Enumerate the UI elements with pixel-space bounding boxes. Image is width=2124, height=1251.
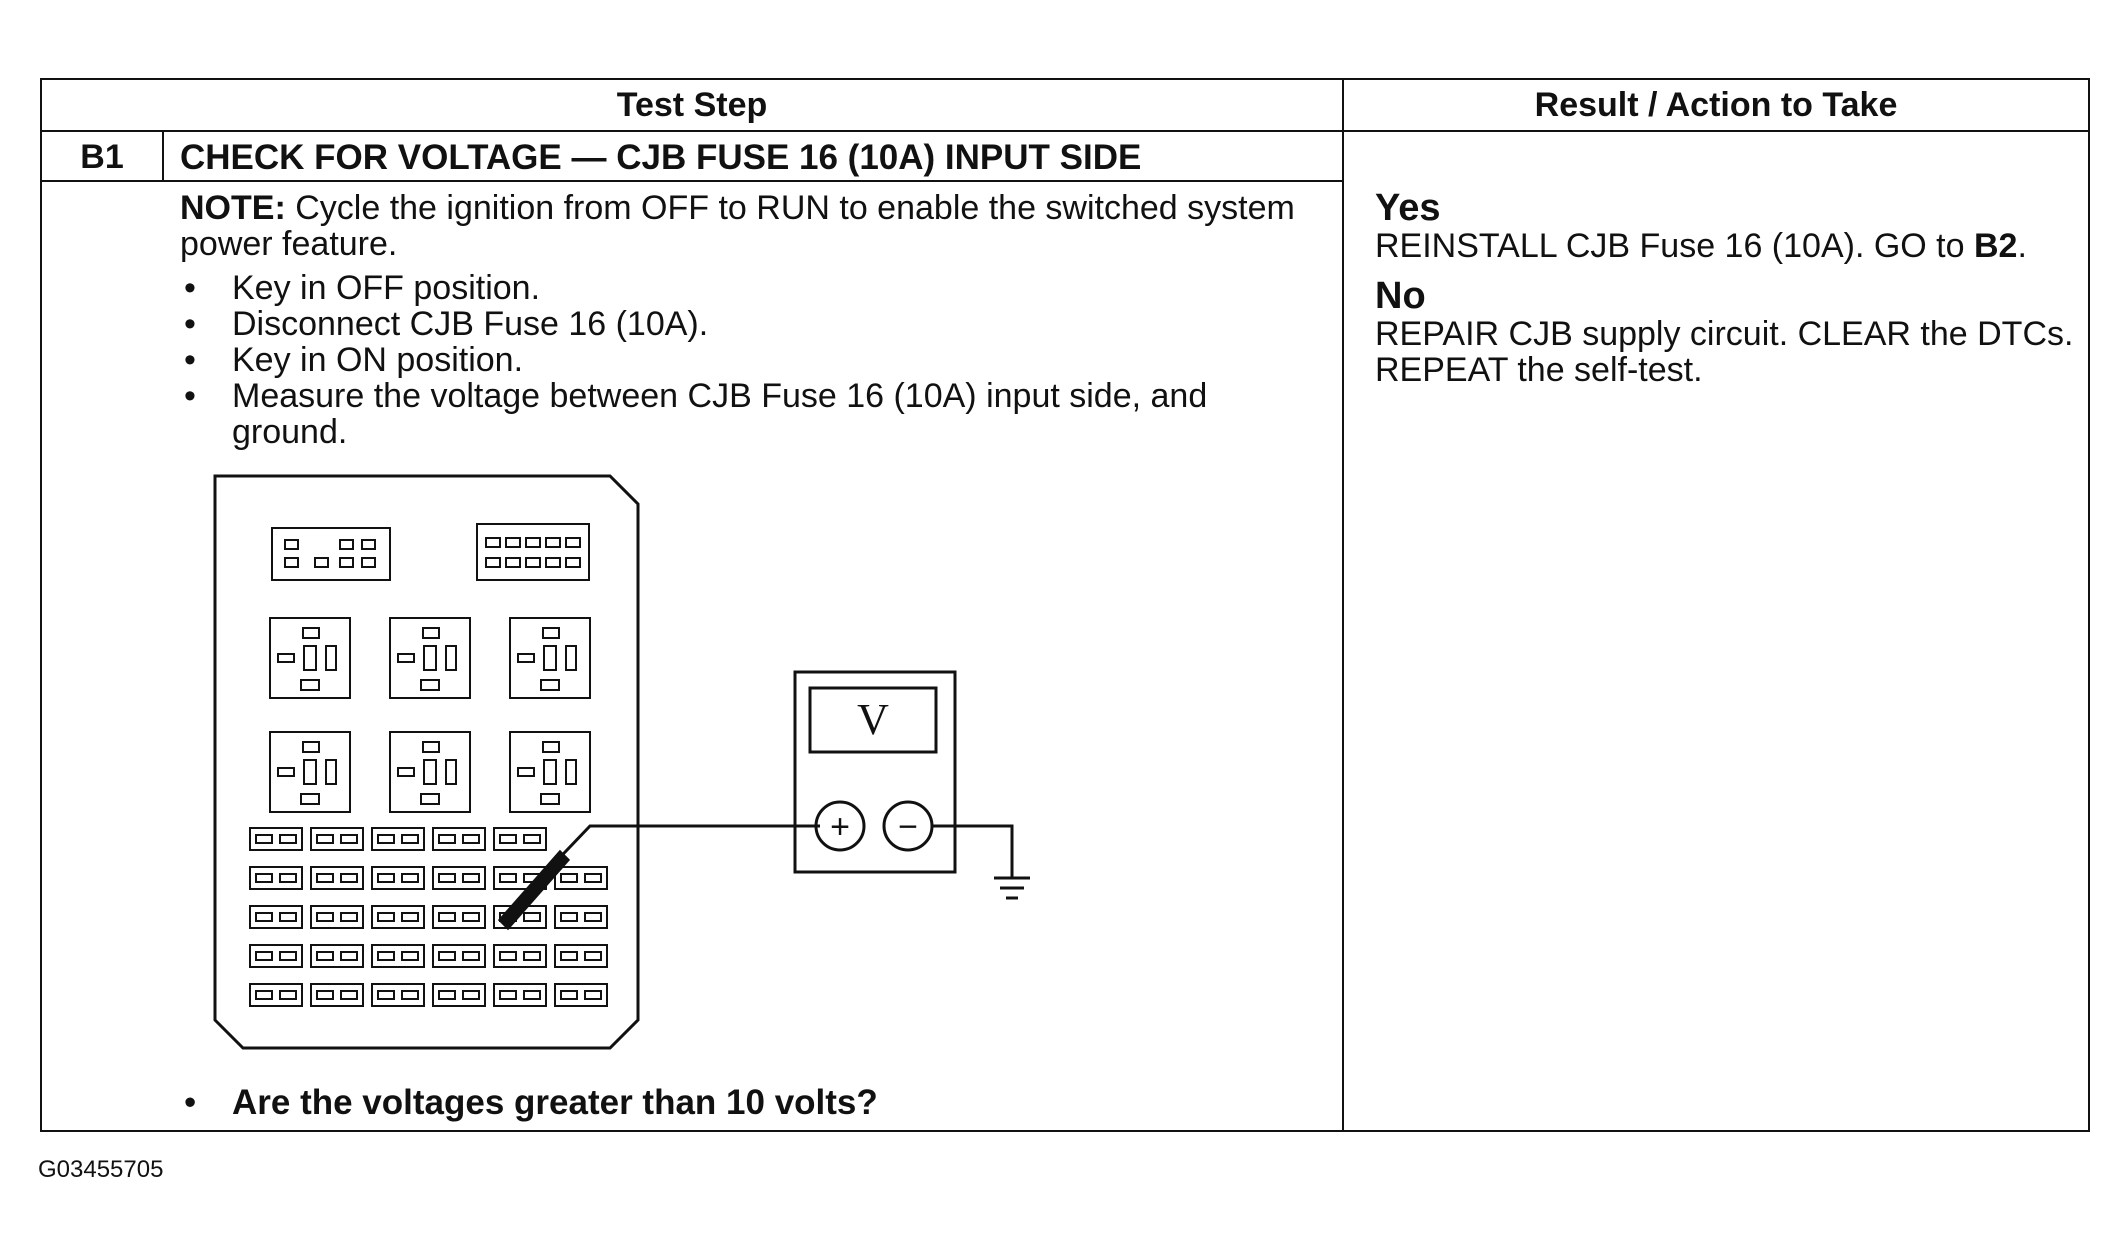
list-item: •Measure the voltage between CJB Fuse 16…	[184, 377, 1208, 451]
list-item-text: Disconnect CJB Fuse 16 (10A).	[232, 305, 709, 343]
column-divider	[1342, 80, 1344, 1130]
note-label: NOTE:	[180, 189, 286, 227]
list-item: •Key in OFF position.	[184, 269, 541, 307]
note-paragraph: NOTE: Cycle the ignition from OFF to RUN…	[180, 190, 1310, 262]
result-yes-end: .	[2017, 227, 2027, 265]
list-item-text: Measure the voltage between CJB Fuse 16 …	[232, 377, 1208, 451]
result-column: Yes REINSTALL CJB Fuse 16 (10A). GO to B…	[1375, 188, 2095, 388]
result-no-text: REPAIR CJB supply circuit. CLEAR the DTC…	[1375, 315, 2074, 389]
step-title: CHECK FOR VOLTAGE — CJB FUSE 16 (10A) IN…	[180, 138, 1142, 177]
result-yes-text: REINSTALL CJB Fuse 16 (10A). GO to B2.	[1375, 228, 2095, 264]
question-item: •Are the voltages greater than 10 volts?	[184, 1083, 878, 1122]
instruction-list: •Key in OFF position. •Disconnect CJB Fu…	[180, 270, 1310, 450]
result-yes-link: B2	[1973, 227, 2018, 265]
list-item-text: Key in ON position.	[232, 341, 524, 379]
figure-id: G03455705	[38, 1156, 164, 1183]
question-text: Are the voltages greater than 10 volts?	[232, 1083, 878, 1122]
result-yes-action: REINSTALL CJB Fuse 16 (10A). GO to	[1375, 227, 1974, 265]
title-divider	[42, 180, 1342, 182]
list-item-text: Key in OFF position.	[232, 269, 541, 307]
header-divider	[42, 130, 2088, 132]
note-text: Cycle the ignition from OFF to RUN to en…	[180, 189, 1295, 263]
list-item: •Disconnect CJB Fuse 16 (10A).	[184, 305, 709, 343]
header-result-action: Result / Action to Take	[1534, 86, 1898, 124]
step-id: B1	[80, 138, 124, 176]
result-no-label: No	[1375, 275, 1426, 317]
list-item: •Key in ON position.	[184, 341, 524, 379]
step-id-divider	[162, 130, 164, 180]
header-test-step: Test Step	[616, 86, 768, 124]
result-yes-label: Yes	[1375, 187, 1441, 229]
test-step-table: Test Step Result / Action to Take B1 CHE…	[40, 78, 2090, 1132]
